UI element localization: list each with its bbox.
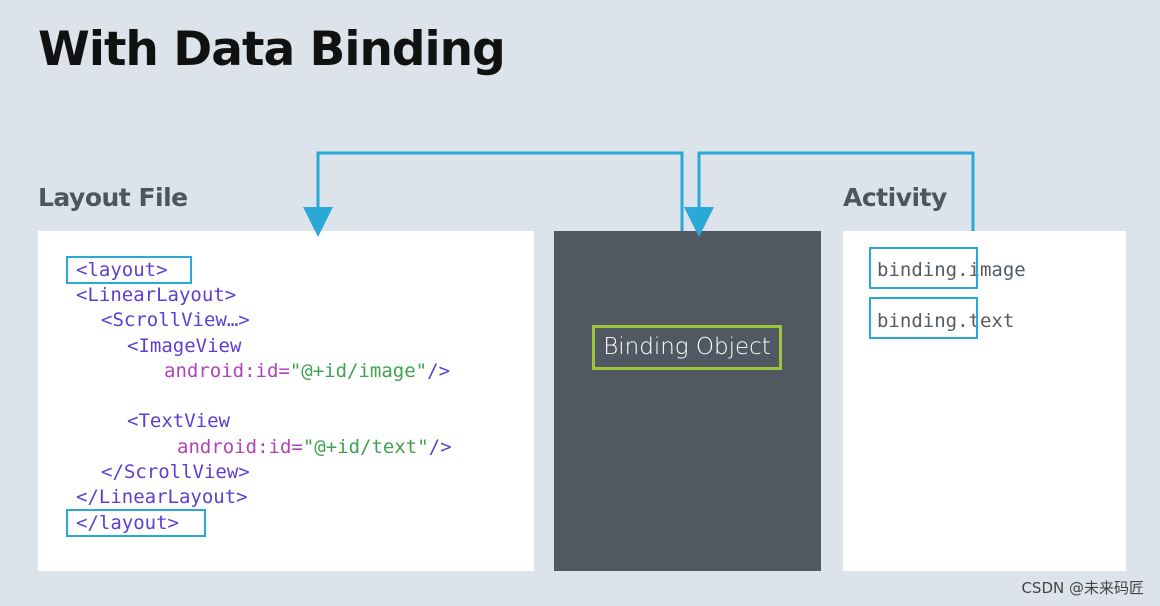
arrow-binding-to-layout <box>303 151 684 237</box>
layout-open-highlight <box>66 256 192 284</box>
code-tag-end: /> <box>428 436 452 458</box>
activity-line-text: binding.text <box>877 309 1014 334</box>
layout-file-label: Layout File <box>38 183 188 212</box>
binding-prefix-highlight-2 <box>869 297 978 339</box>
code-line-scrollview-close: </ScrollView> <box>101 461 250 483</box>
binding-object-panel <box>554 231 821 571</box>
arrow-activity-to-binding <box>684 151 975 237</box>
binding-field: image <box>968 259 1026 281</box>
binding-prefix: binding. <box>877 310 969 332</box>
code-line-linearlayout-close: </LinearLayout> <box>76 486 248 508</box>
code-attribute: android:id= <box>177 436 303 458</box>
activity-line-image: binding.image <box>877 258 1026 283</box>
binding-field: text <box>968 310 1015 332</box>
code-string: "@+id/text" <box>302 436 429 458</box>
code-line-textview-open: <TextView <box>127 410 230 432</box>
binding-object-box: Binding Object <box>592 325 782 370</box>
binding-prefix: binding. <box>877 259 969 281</box>
page-title: With Data Binding <box>38 22 506 77</box>
layout-file-panel <box>38 231 534 571</box>
code-line-textview-id: android:id="@+id/text"/> <box>177 435 452 460</box>
watermark: CSDN @未来码匠 <box>1021 579 1144 597</box>
code-line-scrollview-open: <ScrollView…> <box>101 309 250 331</box>
layout-close-highlight <box>66 509 206 537</box>
code-tag-end: /> <box>427 360 451 382</box>
code-line-imageview-id: android:id="@+id/image"/> <box>164 359 450 384</box>
code-line-layout-open: <layout> <box>76 259 168 281</box>
code-line-layout-close: </layout> <box>76 512 179 534</box>
activity-label: Activity <box>843 183 947 212</box>
code-attribute: android:id= <box>164 360 290 382</box>
code-line-imageview-open: <ImageView <box>127 335 242 357</box>
code-line-linearlayout-open: <LinearLayout> <box>76 284 237 306</box>
code-string: "@+id/image" <box>289 360 428 382</box>
binding-prefix-highlight-1 <box>869 247 978 289</box>
